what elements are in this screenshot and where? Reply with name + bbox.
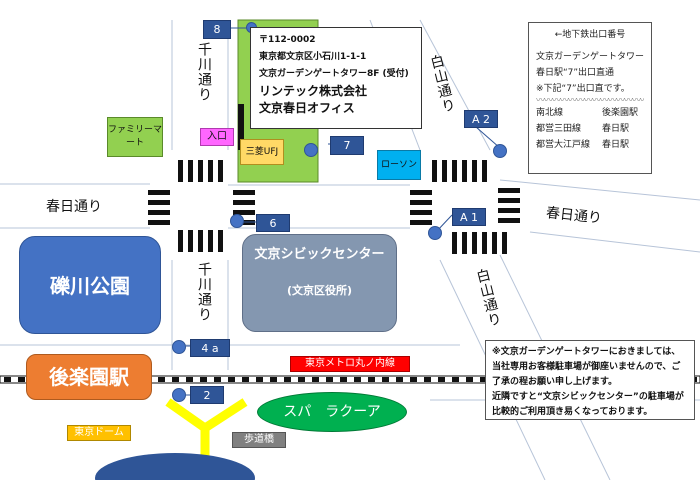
familymart-store: ファミリーマート [107,117,163,157]
road-kasuga-west: 春日通り [46,199,102,215]
exit-info-line3: ※下記“7”出口直です。 [536,84,630,94]
road-senkawa-south: 千川通り [196,262,212,322]
parking-note-line-4: 比較的ご利用頂き易くなっております。 [492,407,653,417]
familymart-label: ファミリーマート [108,125,163,148]
parking-note-line-1: 当社専用お客様駐車場が御座いませんので、ご [492,362,681,372]
lawson-store: ローソン [377,150,421,180]
exit-6-badge: 6 [256,214,290,232]
road-senkawa-north: 千川通り [196,42,212,102]
exit-4a-marker [172,340,186,354]
exit-4a-badge: 4 a [190,339,230,357]
parking-note-line-0: ※文京ガーデンゲートタワーにおきましては、 [492,347,681,357]
exit-a1-marker [428,226,442,240]
civic-center-label: 文京シビックセンター [254,247,385,262]
exit-info-route-0: 南北線後楽園駅 [536,108,639,118]
exit-a1-badge: A 1 [452,208,486,226]
koishikawa-park: 礫川公園 [19,236,161,334]
exit-7-badge: 7 [330,136,364,155]
exit-6-marker [230,214,244,228]
exit-info-route-2: 都営大江戸線春日駅 [536,140,630,150]
exit-a2-marker [493,144,507,158]
building-name: 文京ガーデンゲートタワー8F (受付) [259,69,409,79]
exit-2-badge: 2 [190,386,224,404]
crosswalks [148,160,520,254]
office-name: 文京春日オフィス [259,101,355,115]
civic-center-sublabel: (文京区役所) [286,284,353,297]
korakuen-station: 後楽園駅 [26,354,152,400]
exit-info-route-1: 都営三田線春日駅 [536,124,630,134]
company-name: リンテック株式会社 [259,84,368,98]
marunouchi-line-label: 東京メトロ丸ノ内線 [290,356,410,372]
exit-8-badge: 8 [203,20,231,39]
exit-a2-badge: A 2 [464,110,498,128]
parking-note-line-2: 了承の程お願い申し上げます。 [492,377,618,387]
exit-info-line1: 文京ガーデンゲートタワー [536,52,645,62]
entrance-marker: 入口 [200,128,234,146]
address-callout: 〒112-0002 東京都文京区小石川1-1-1 文京ガーデンゲートタワー8F … [250,27,422,129]
exit-info-separator: 〰〰〰〰〰〰〰〰〰〰〰〰〰〰 [536,97,644,105]
exit-info-box: ←地下鉄出口番号 文京ガーデンゲートタワー 春日駅“7”出口直通 ※下記“7”出… [528,22,652,174]
street-address: 東京都文京区小石川1-1-1 [259,52,367,62]
exit-info-title: ←地下鉄出口番号 [554,30,626,40]
exit-7-marker [304,143,318,157]
bunkyo-civic-center: 文京シビックセンター (文京区役所) [242,234,397,332]
postal-code: 〒112-0002 [259,35,316,45]
spa-laqua: スパ ラクーア [257,392,407,432]
mufg-bank: 三菱UFJ [240,139,284,165]
parking-note-line-3: 近隣ですと“文京シビックセンター”の駐車場が [492,392,684,402]
exit-info-line2: 春日駅“7”出口直通 [536,68,615,78]
tokyo-dome-label: 東京ドーム [67,425,131,441]
exit-2-marker [172,388,186,402]
tokyo-dome-shape [95,453,255,480]
footbridge-label: 歩道橋 [232,432,286,448]
parking-note: ※文京ガーデンゲートタワーにおきましては、 当社専用お客様駐車場が御座いませんの… [485,340,695,420]
